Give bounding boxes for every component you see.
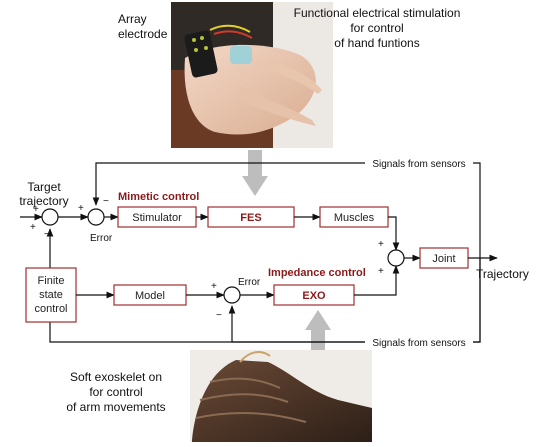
sensors-top-label: Signals from sensors: [372, 159, 465, 170]
exo-caption-line1: Soft exoskelet on: [70, 370, 162, 384]
svg-text:−: −: [216, 310, 222, 321]
svg-text:+: +: [378, 239, 384, 250]
mimetic-control-label: Mimetic control: [118, 191, 199, 203]
exo-caption-line3: of arm movements: [66, 400, 165, 414]
summing-junction-4: [388, 250, 404, 266]
exo-caption-line2: for control: [89, 385, 142, 399]
fsm-label-line1: Finite: [38, 275, 65, 287]
exo-label: EXO: [302, 290, 326, 302]
svg-text:+: +: [33, 204, 39, 215]
fsm-label-line2: state: [39, 289, 63, 301]
sensors-bottom-label: Signals from sensors: [372, 338, 465, 349]
array-electrode-label-line1: Array: [118, 12, 147, 26]
impedance-control-label: Impedance control: [268, 267, 366, 279]
error-label-2: Error: [238, 277, 261, 288]
svg-text:+: +: [378, 266, 384, 277]
output-trajectory-label: Trajectory: [476, 267, 529, 281]
model-label: Model: [135, 290, 165, 302]
summing-junction-1: [42, 209, 58, 225]
error-label-1: Error: [90, 233, 113, 244]
target-trajectory-label-line2: trajectory: [19, 194, 68, 208]
svg-text:+: +: [211, 281, 217, 292]
muscles-label: Muscles: [334, 212, 375, 224]
summing-junction-3: [224, 287, 240, 303]
fes-caption-line3: of hand funtions: [334, 36, 419, 50]
fes-caption-line1: Functional electrical stimulation: [294, 6, 461, 20]
svg-text:−: −: [103, 196, 109, 207]
svg-text:+: +: [30, 222, 36, 233]
fes-hand-photo: [171, 2, 333, 148]
target-trajectory-label-line1: Target: [27, 180, 61, 194]
svg-text:−: −: [44, 229, 50, 240]
exoskeleton-photo: [190, 350, 372, 442]
fes-caption-line2: for control: [350, 21, 403, 35]
joint-label: Joint: [432, 253, 455, 265]
fsm-label-line3: control: [34, 303, 67, 315]
exo-photo-arrow: [305, 310, 331, 355]
fes-photo-arrow: [242, 150, 268, 196]
stimulator-label: Stimulator: [132, 212, 182, 224]
fes-label: FES: [240, 212, 261, 224]
summing-junction-2: [88, 209, 104, 225]
array-electrode-label-line2: electrode: [118, 27, 168, 41]
svg-text:+: +: [78, 203, 84, 214]
